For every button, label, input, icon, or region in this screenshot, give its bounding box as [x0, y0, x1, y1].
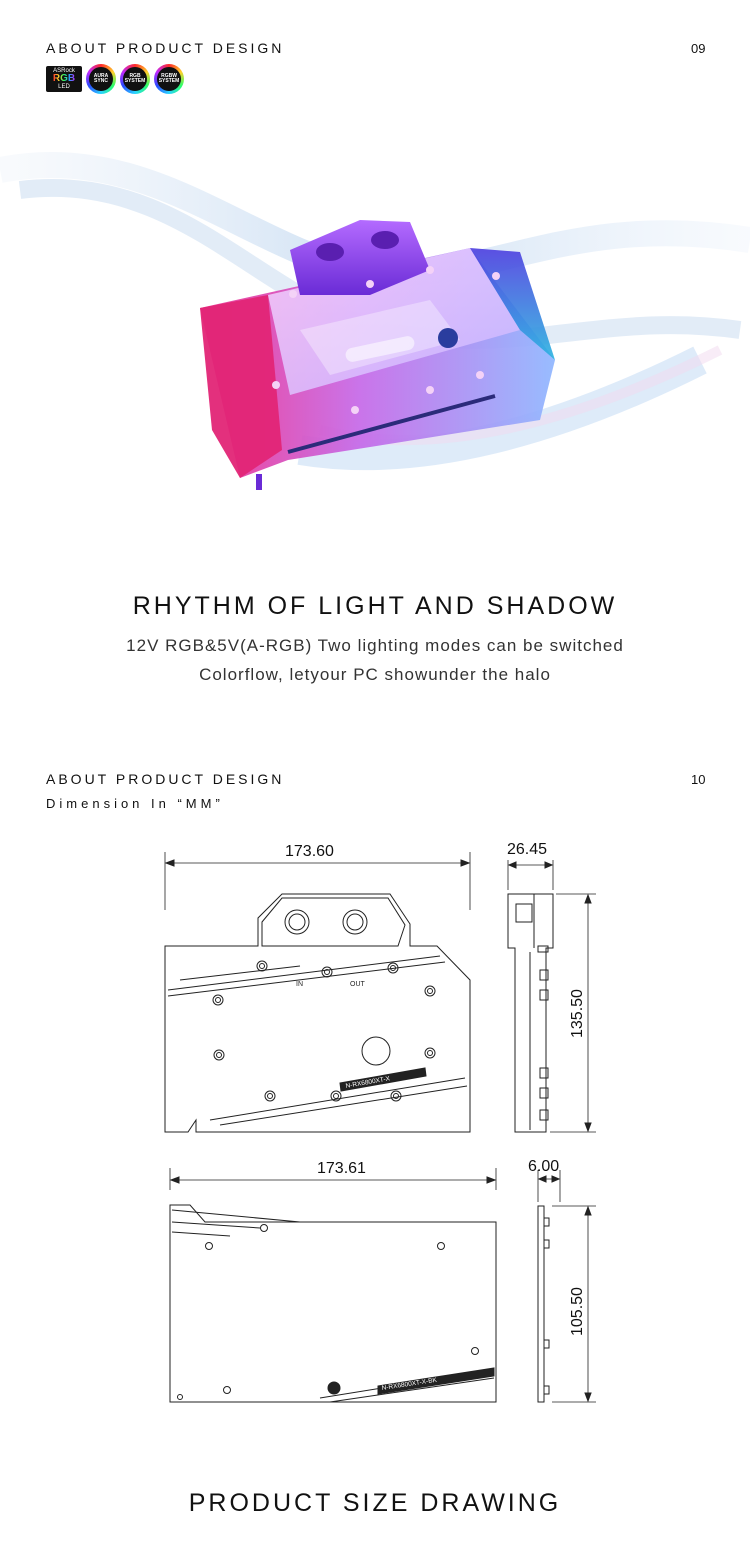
- size-drawing: 173.60 26.45 135.50 173.61 6.00 105.50 I…: [164, 841, 596, 1403]
- headline-rhythm: RHYTHM OF LIGHT AND SHADOW: [132, 592, 618, 620]
- lighting-modes-text: 12V RGB&5V(A-RGB) Two lighting modes can…: [126, 636, 624, 655]
- label-in: IN: [296, 981, 303, 988]
- rgb-system-label: RGB SYSTEM: [123, 67, 147, 91]
- side-view-back: [537, 1170, 596, 1403]
- rgb-system-badge: RGB SYSTEM: [120, 64, 150, 94]
- product-hero-image: [0, 152, 750, 490]
- page-number: 09: [691, 41, 706, 56]
- rgb-badges: ASRock RGB LED AURA SYNC RGB SYSTEM RGBW…: [46, 64, 184, 94]
- section-title: ABOUT PRODUCT DESIGN: [46, 40, 285, 56]
- asrock-brand: ASRock: [53, 68, 75, 74]
- asrock-rgb-badge: ASRock RGB LED: [46, 66, 82, 92]
- model-label-front: N-RX6800XT-X: [345, 1075, 391, 1090]
- dim-side-thickness: 26.45: [507, 841, 547, 858]
- asrock-rgb: RGB: [52, 73, 76, 84]
- aura-label: AURA SYNC: [89, 67, 113, 91]
- rgbw-system-label: RGBW SYSTEM: [157, 67, 181, 91]
- colorflow-text: Colorflow, letyour PC showunder the halo: [199, 665, 551, 684]
- back-view: [169, 1168, 497, 1403]
- dim-back-height: 105.50: [569, 1287, 586, 1336]
- front-view: [164, 852, 471, 1133]
- rgbw-system-badge: RGBW SYSTEM: [154, 64, 184, 94]
- section-title-2: ABOUT PRODUCT DESIGN: [46, 771, 285, 787]
- dimension-subtitle: Dimension In “MM”: [46, 796, 224, 811]
- aura-sync-badge: AURA SYNC: [86, 64, 116, 94]
- dim-front-width: 173.60: [285, 843, 334, 860]
- asrock-led: LED: [58, 84, 70, 90]
- dim-back-width: 173.61: [317, 1160, 366, 1177]
- label-out: OUT: [350, 981, 366, 988]
- headline-size-drawing: PRODUCT SIZE DRAWING: [188, 1489, 562, 1517]
- dim-front-height: 135.50: [569, 989, 586, 1038]
- dim-back-thickness: 6.00: [528, 1158, 559, 1175]
- model-label-back: N-RX6800XT-X-BK: [381, 1377, 438, 1392]
- side-view-front: [507, 860, 596, 1133]
- page-number-2: 10: [691, 772, 706, 787]
